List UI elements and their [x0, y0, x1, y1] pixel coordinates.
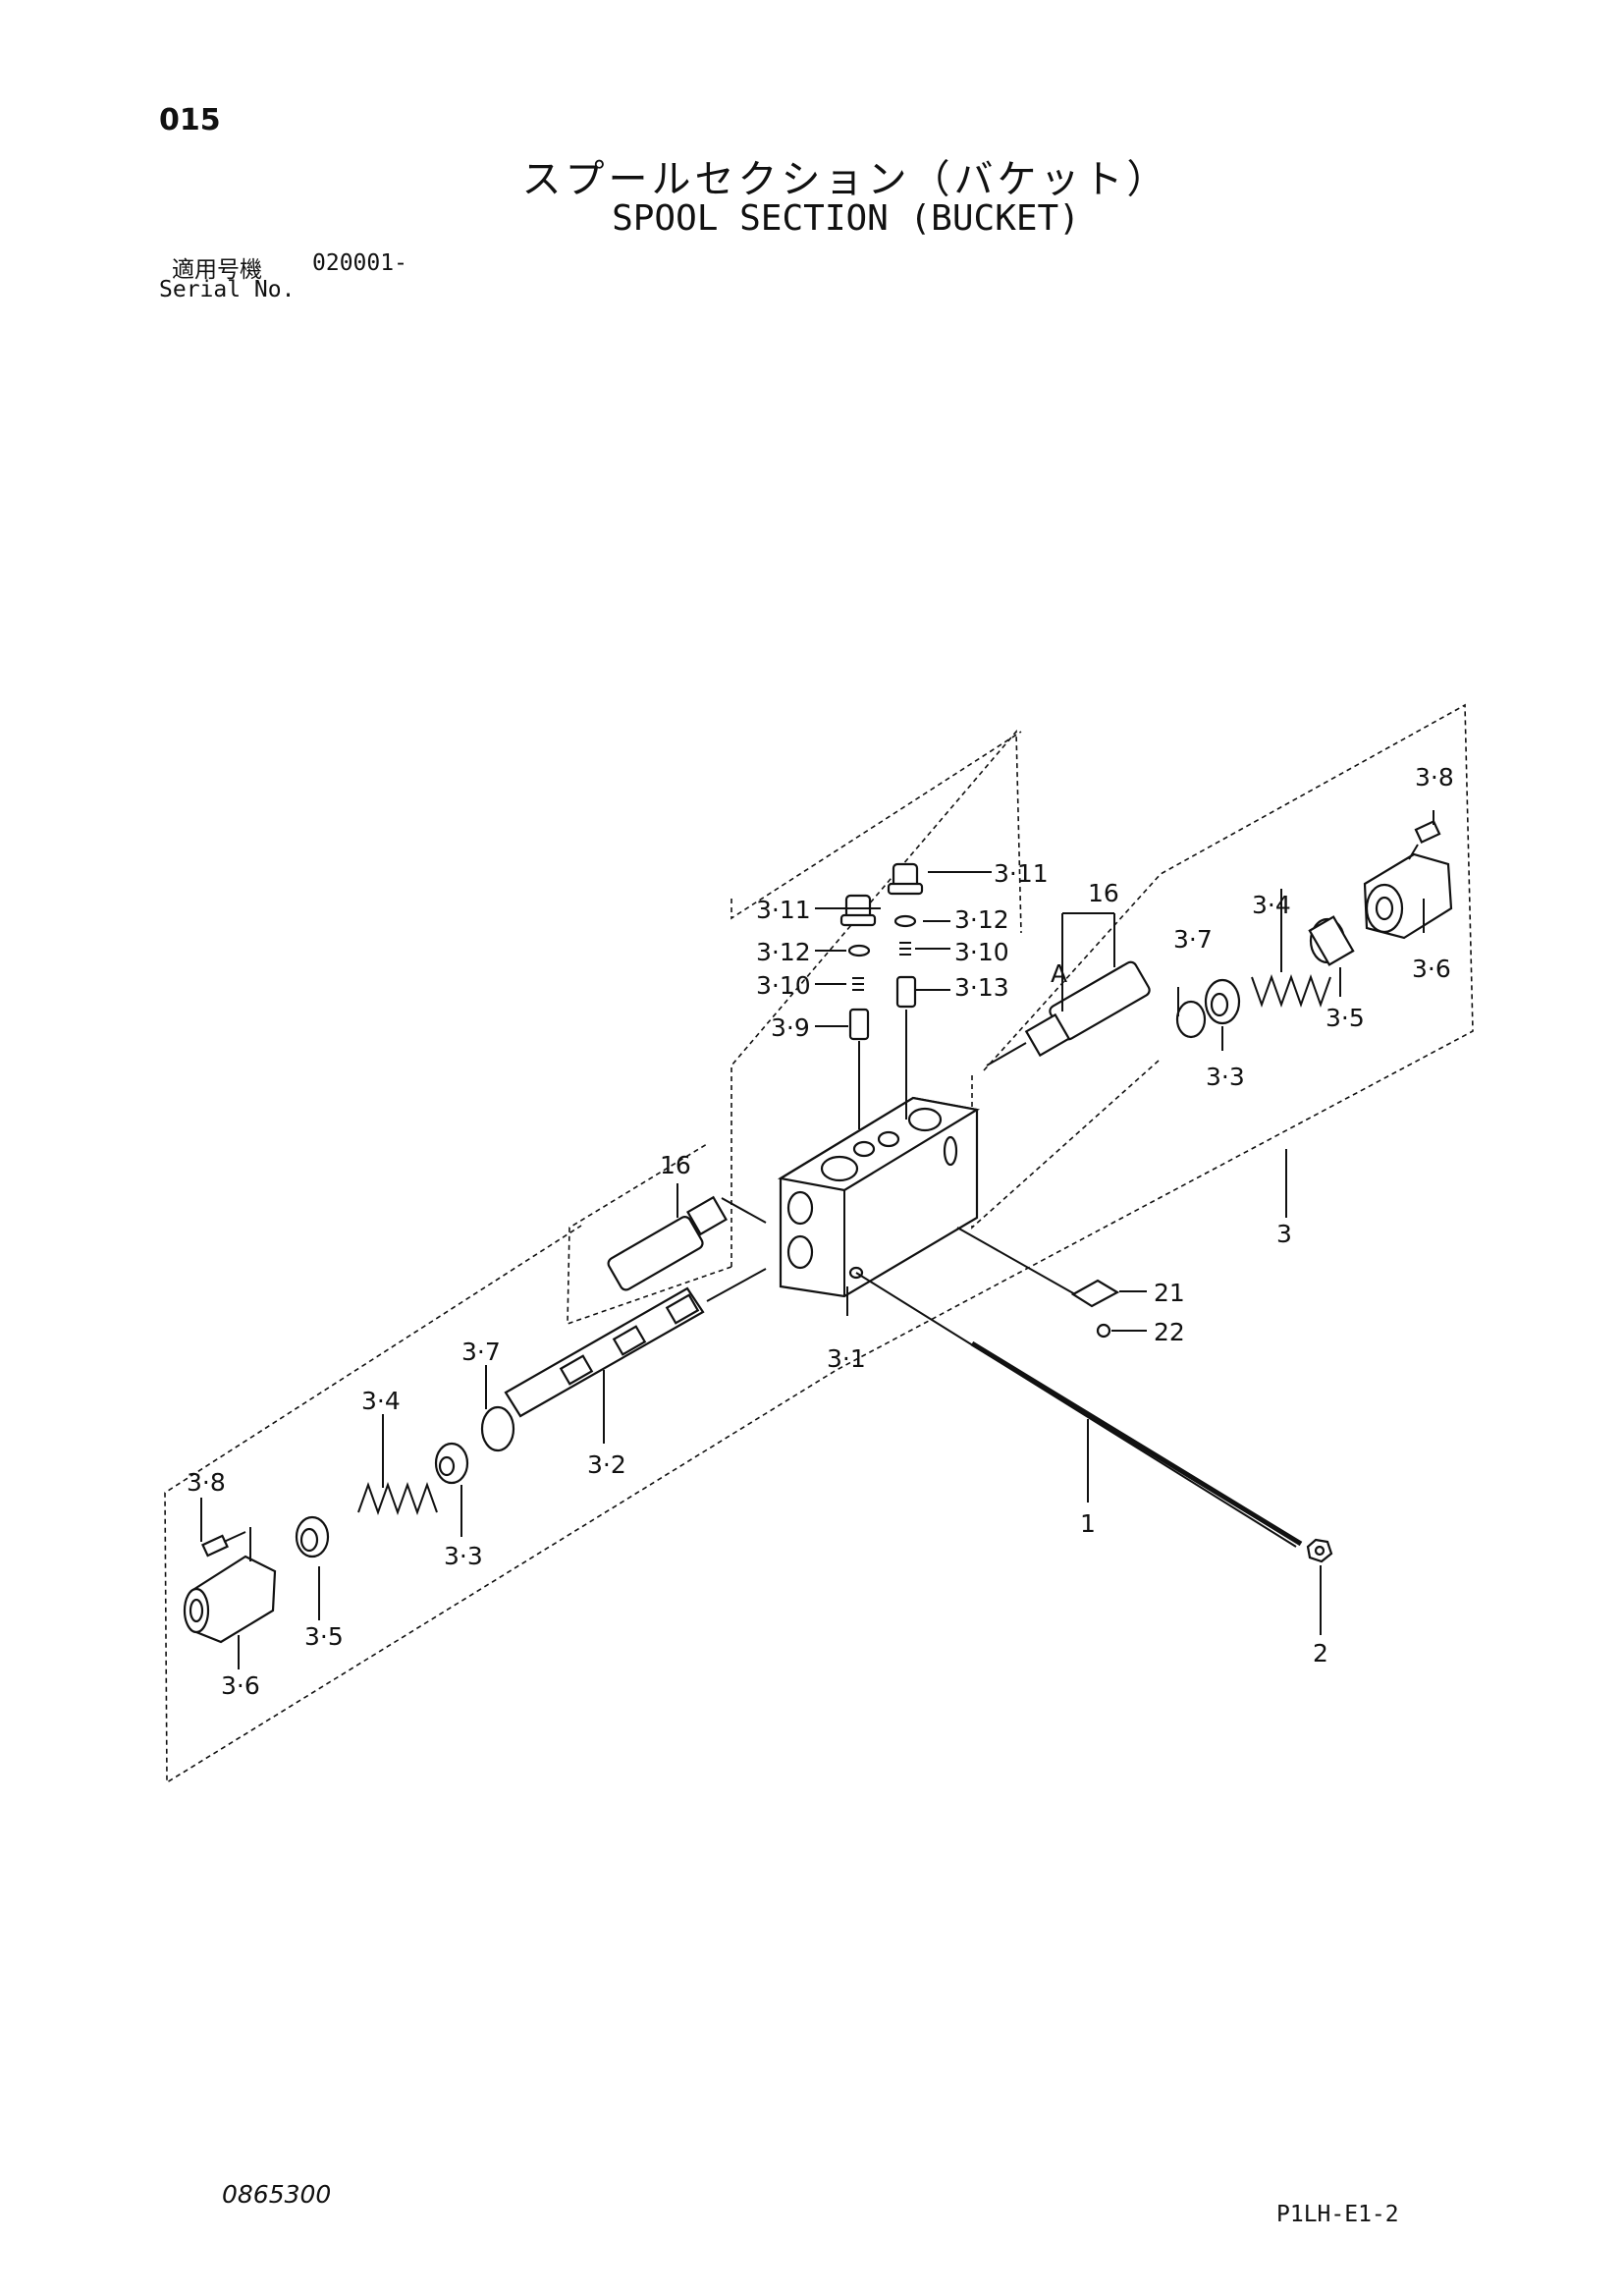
right-o-ring [1175, 1000, 1207, 1039]
sheet-code: P1LH-E1-2 [1276, 2202, 1399, 2227]
serial-label-japanese: 適用号機 [172, 257, 262, 283]
screw [1096, 1323, 1111, 1339]
right-cap-bolt [1408, 819, 1441, 860]
right-spring-seat [1308, 915, 1355, 966]
poppet-3-13 [895, 975, 917, 1120]
callout-3-7-left: 3·7 [461, 1338, 501, 1366]
callout-3-7-right: 3·7 [1173, 925, 1213, 954]
callout-2: 2 [1313, 1639, 1328, 1667]
callout-21: 21 [1154, 1279, 1185, 1307]
callout-3-8-left: 3·8 [187, 1468, 226, 1497]
page-number: 015 [159, 103, 221, 137]
callout-3-11-a: 3·11 [756, 896, 811, 924]
callout-3-11-b: 3·11 [994, 859, 1049, 888]
page-title-english: SPOOL SECTION (BUCKET) [612, 198, 1080, 239]
leader-lines [200, 810, 1434, 1669]
spool-top-boundary [971, 1060, 1160, 1230]
right-cap [1363, 852, 1453, 940]
callout-3-10-a: 3·10 [756, 971, 811, 1000]
left-spring-seat [434, 1442, 469, 1485]
callout-3-3-right: 3·3 [1206, 1063, 1245, 1091]
serial-label-english: Serial No. [159, 277, 296, 302]
top-plug-group-boundary [730, 731, 1022, 920]
cover-plate [956, 1227, 1120, 1308]
left-o-ring [480, 1405, 515, 1452]
callout-3-9: 3·9 [771, 1013, 810, 1042]
callout-3-1: 3·1 [827, 1344, 866, 1373]
callout-3-6-right: 3·6 [1412, 955, 1451, 983]
left-cap-bolt [201, 1531, 246, 1558]
right-spring [1251, 974, 1331, 1008]
callout-3-10-b: 3·10 [954, 938, 1009, 966]
relief-valve-group-boundary [730, 729, 1022, 1267]
o-ring-3-12-a [847, 944, 871, 957]
tie-rod [970, 1338, 1306, 1547]
left-relief-valve [607, 1195, 767, 1291]
callout-16-right: 16 [1088, 879, 1119, 907]
poppet-3-9 [848, 1008, 870, 1129]
plug-3-11-a [839, 894, 877, 927]
callout-22: 22 [1154, 1318, 1185, 1346]
right-assembly-boundary [164, 703, 1474, 1784]
callout-1: 1 [1080, 1509, 1096, 1538]
callout-3-4-left: 3·4 [361, 1387, 401, 1415]
callout-3-8-right: 3·8 [1415, 763, 1454, 792]
left-stopper [295, 1515, 330, 1558]
callout-3-6-left: 3·6 [221, 1671, 260, 1700]
callout-3-3-left: 3·3 [444, 1542, 483, 1570]
tie-rod-nut [1306, 1538, 1333, 1563]
right-stopper [1204, 978, 1241, 1025]
left-cap [183, 1555, 277, 1644]
document-number: 0865300 [222, 2180, 332, 2209]
callout-3-2: 3·2 [587, 1450, 626, 1479]
callout-16-left: 16 [660, 1151, 691, 1179]
callout-A: A [1051, 959, 1067, 988]
spool [504, 1268, 767, 1418]
o-ring-3-12-b [893, 914, 917, 928]
right-relief-valve [986, 960, 1151, 1066]
port-group-boundary [567, 1143, 732, 1326]
page-title-japanese: スプールセクション（バケット） [521, 157, 1170, 202]
plug-3-11-b [887, 862, 924, 896]
spring-3-10-a [852, 977, 864, 991]
callout-3: 3 [1276, 1220, 1292, 1248]
callout-3-13: 3·13 [954, 973, 1009, 1002]
spring-3-10-b [899, 942, 911, 956]
left-spring [357, 1482, 438, 1515]
callout-3-5-left: 3·5 [304, 1622, 344, 1651]
serial-number-value: 020001- [312, 250, 407, 276]
valve-body [777, 1096, 1297, 1548]
callout-3-5-right: 3·5 [1325, 1004, 1365, 1032]
callout-3-4-right: 3·4 [1252, 891, 1291, 919]
callout-3-12-b: 3·12 [954, 905, 1009, 934]
callout-3-12-a: 3·12 [756, 938, 811, 966]
